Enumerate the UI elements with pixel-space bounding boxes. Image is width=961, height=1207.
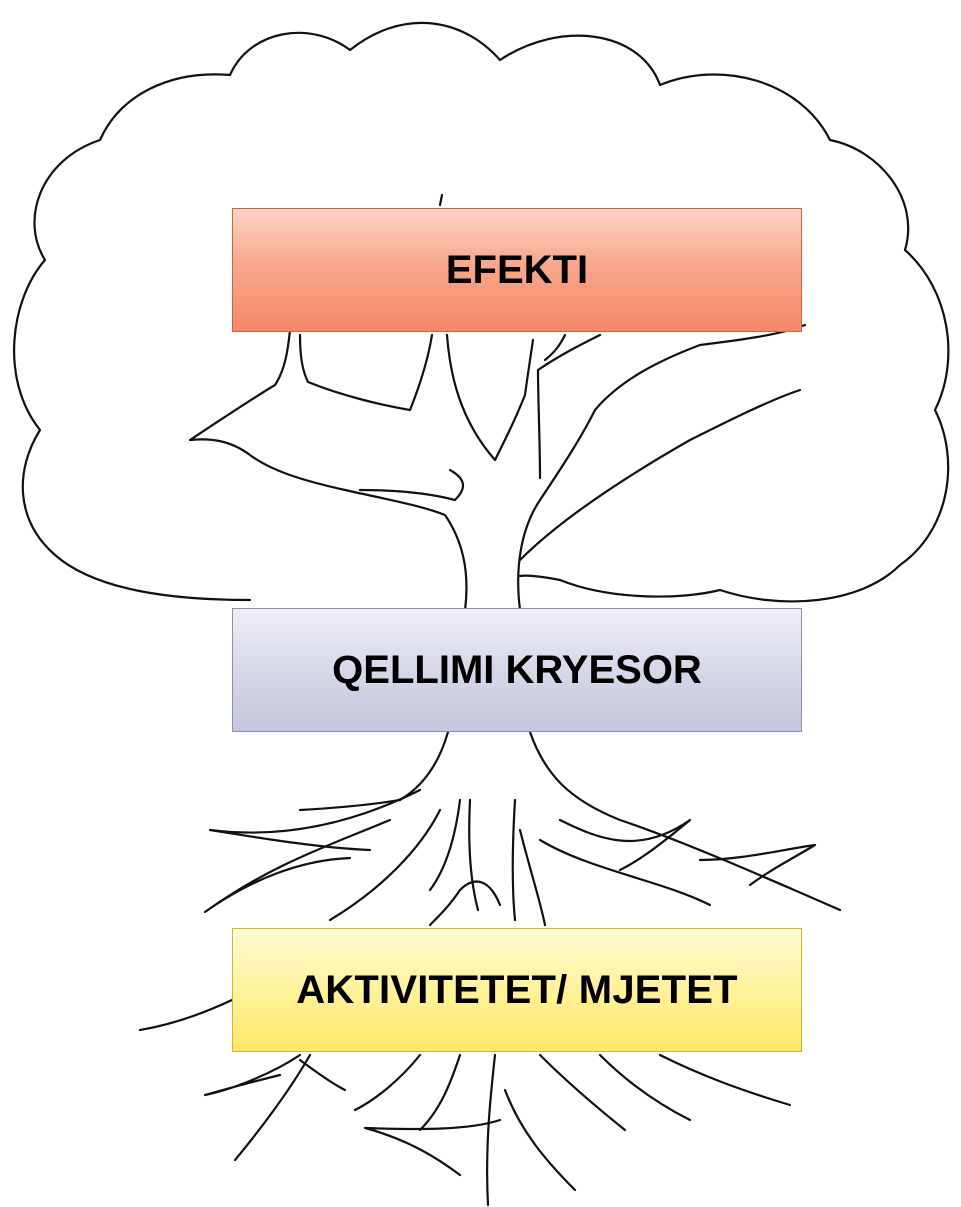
tree-branch-r3: [518, 388, 802, 562]
root-low-right-1: [538, 1053, 627, 1132]
root-low-left-1: [138, 998, 234, 1032]
tree-trunk-left: [188, 328, 468, 612]
tree-trunk-center-right: [511, 798, 517, 922]
root-low-left-3: [233, 1053, 312, 1162]
root-low-left-4: [298, 1058, 347, 1092]
root-low-right-2: [598, 1053, 692, 1122]
root-low-center-4: [363, 1118, 502, 1177]
root-low-center-3: [486, 1053, 497, 1207]
root-low-center-2: [418, 1053, 462, 1132]
tree-lower-trunk-right: [528, 730, 842, 912]
root-center-1: [518, 828, 547, 927]
tree-branch-center: [445, 333, 535, 462]
main-goal-label: QELLIMI KRYESOR: [332, 647, 702, 692]
root-right-2: [538, 838, 712, 907]
tree-branch-l2: [358, 468, 465, 502]
activities-label: AKTIVITETET/ MJETET: [296, 967, 738, 1012]
tree-branch-l1: [298, 333, 434, 412]
root-low-right-3: [658, 1053, 792, 1107]
main-goal-box: QELLIMI KRYESOR: [232, 608, 802, 732]
root-right-1: [558, 818, 692, 872]
root-low-center-1: [353, 1053, 422, 1112]
root-center-2: [428, 880, 502, 927]
effect-box: EFEKTI: [232, 208, 802, 332]
tree-branch-r2: [543, 333, 567, 362]
root-low-center-5: [503, 1088, 577, 1192]
tree-canopy-outline: [13, 21, 950, 603]
tree-lower-trunk-left: [298, 730, 450, 812]
root-left-4: [428, 798, 462, 892]
activities-box: AKTIVITETET/ MJETET: [232, 928, 802, 1052]
effect-label: EFEKTI: [445, 247, 589, 292]
root-low-left-2: [203, 1053, 302, 1097]
tree-branch-top: [438, 193, 444, 207]
root-right-3: [698, 843, 817, 887]
root-left-1: [208, 788, 422, 852]
tree-trunk-right: [517, 323, 807, 612]
root-left-2: [203, 818, 392, 914]
tree-trunk-center-left: [468, 798, 480, 912]
root-left-3: [328, 808, 442, 922]
tree-branch-r1: [536, 333, 602, 480]
